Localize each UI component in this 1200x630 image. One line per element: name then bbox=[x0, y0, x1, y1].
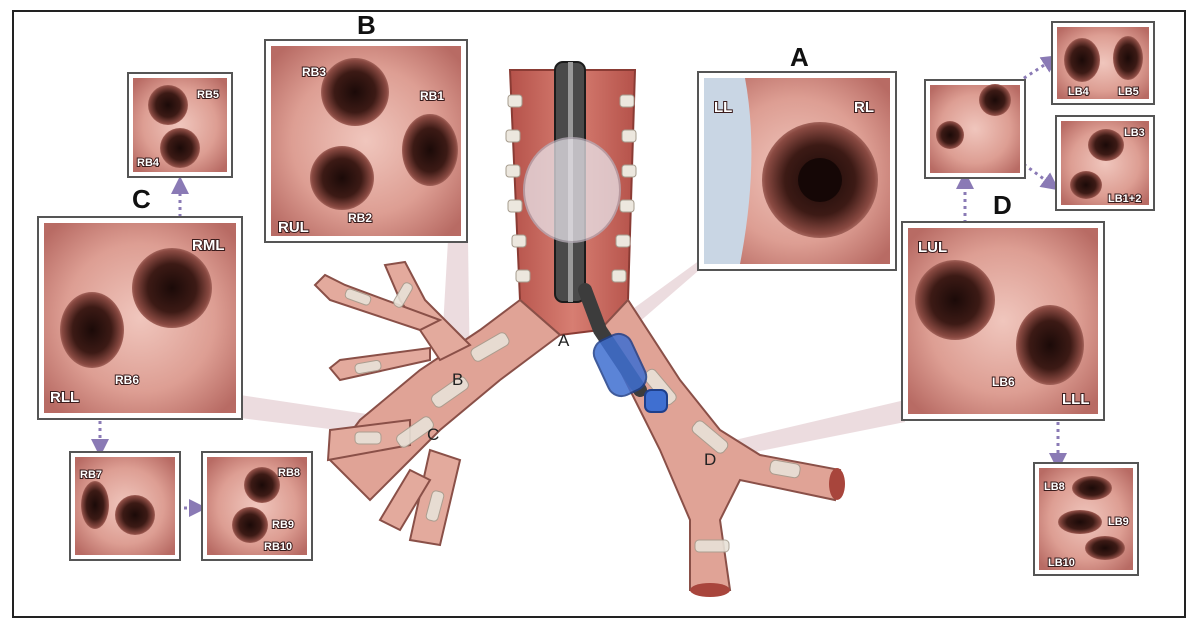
panel-c-upper-label-rb5: RB5 bbox=[197, 89, 219, 101]
panel-b-label-rb3: RB3 bbox=[302, 65, 326, 79]
panel-a-letter: A bbox=[790, 42, 809, 72]
panel-d-label-lb1-2: LB1+2 bbox=[1108, 193, 1141, 205]
tree-letter-c: C bbox=[427, 425, 439, 444]
panel-c-lower-right-label-rb8: RB8 bbox=[278, 467, 300, 479]
panel-d-label-lul: LUL bbox=[918, 239, 947, 256]
panel-d-label-lb8: LB8 bbox=[1044, 481, 1065, 493]
panel-c-label-rll: RLL bbox=[50, 389, 79, 406]
panel-d-letter: D bbox=[993, 190, 1012, 220]
panel-d: LUL LB6 LLL D bbox=[901, 190, 1105, 421]
panel-c: RML RB6 RLL C bbox=[37, 184, 243, 420]
panel-b-letter: B bbox=[357, 10, 376, 40]
panel-c-lower-right: RB8 RB9 RB10 bbox=[201, 451, 313, 561]
panel-b-label-rul: RUL bbox=[278, 219, 309, 236]
tree-letter-b: B bbox=[452, 370, 463, 389]
panel-b-label-rb1: RB1 bbox=[420, 89, 444, 103]
panel-a: LL RL A bbox=[697, 42, 897, 271]
panel-d-label-lb4: LB4 bbox=[1068, 86, 1090, 98]
panel-c-label-rml: RML bbox=[192, 237, 225, 254]
panel-d-upper-right-top: LB4 LB5 bbox=[1051, 21, 1155, 105]
panel-c-letter: C bbox=[132, 184, 151, 214]
panel-c-lower-right-label-rb10: RB10 bbox=[264, 541, 292, 553]
panel-d-label-lll: LLL bbox=[1062, 391, 1090, 408]
panel-c-lower-left: RB7 bbox=[69, 451, 181, 561]
panel-d-label-lb9: LB9 bbox=[1108, 516, 1129, 528]
panel-c-label-rb6: RB6 bbox=[115, 373, 139, 387]
panel-d-upper-right-bottom: LB3 LB1+2 bbox=[1055, 115, 1155, 211]
tree-letters: A B C D bbox=[427, 331, 716, 469]
panel-d-label-lb3: LB3 bbox=[1124, 127, 1145, 139]
panel-d-label-lb5: LB5 bbox=[1118, 86, 1139, 98]
panel-d-lower: LB8 LB9 LB10 bbox=[1033, 462, 1139, 576]
panel-c-lower-left-label-rb7: RB7 bbox=[80, 469, 102, 481]
tree-letter-a: A bbox=[558, 331, 570, 350]
panel-c-upper: RB5 RB4 bbox=[127, 72, 233, 178]
panel-d-upper-left bbox=[924, 79, 1026, 179]
panel-d-label-lb10: LB10 bbox=[1048, 557, 1075, 569]
bronchial-tree bbox=[313, 61, 845, 597]
panel-c-upper-label-rb4: RB4 bbox=[137, 157, 160, 169]
panel-a-label-ll: LL bbox=[714, 99, 732, 116]
panel-b-label-rb2: RB2 bbox=[348, 211, 372, 225]
tree-letter-d: D bbox=[704, 450, 716, 469]
panel-c-lower-right-label-rb9: RB9 bbox=[272, 519, 294, 531]
panel-d-label-lb6: LB6 bbox=[992, 375, 1015, 389]
panel-a-label-rl: RL bbox=[854, 99, 874, 116]
panel-b: RB3 RB1 RB2 RUL B bbox=[264, 10, 468, 243]
